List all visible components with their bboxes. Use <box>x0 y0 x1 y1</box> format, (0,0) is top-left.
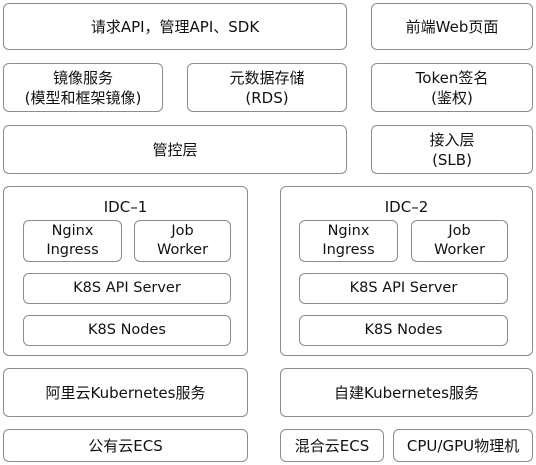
token-signing-label: Token签名 <box>415 68 489 87</box>
idc-1-title: IDC–1 <box>103 198 148 216</box>
selfbuilt-kubernetes-service-label: 自建Kubernetes服务 <box>334 383 479 402</box>
access-layer-sublabel: (SLB) <box>432 150 472 169</box>
idc-1-k8s-nodes-label: K8S Nodes <box>88 322 166 338</box>
hybrid-cloud-ecs-label: 混合云ECS <box>294 436 370 455</box>
idc-2-k8s-api-server-label: K8S API Server <box>349 280 458 296</box>
idc-1-ingress-label: Ingress <box>46 242 99 258</box>
idc-2-ingress-label: Ingress <box>322 242 375 258</box>
metadata-storage-box: 元数据存储 (RDS) <box>187 63 347 112</box>
idc-2-job-worker-box: Job Worker <box>411 220 508 262</box>
hybrid-cloud-ecs-box: 混合云ECS <box>280 429 384 462</box>
api-layer-label: 请求API，管理API、SDK <box>90 17 260 36</box>
idc-2-k8s-api-server-box: K8S API Server <box>299 273 508 304</box>
access-layer-label: 接入层 <box>429 130 475 149</box>
metadata-storage-label: 元数据存储 <box>229 68 305 87</box>
mirror-service-box: 镜像服务 (模型和框架镜像) <box>3 63 163 112</box>
idc-2-k8s-nodes-label: K8S Nodes <box>364 322 443 338</box>
idc-1-worker-label: Worker <box>156 242 209 258</box>
control-layer-box: 管控层 <box>3 125 347 174</box>
idc-2-nginx-label: Nginx <box>327 223 370 239</box>
idc-2-title: IDC–2 <box>384 198 429 216</box>
metadata-storage-sublabel: (RDS) <box>245 88 289 107</box>
token-signing-box: Token签名 (鉴权) <box>371 63 533 112</box>
control-layer-label: 管控层 <box>152 140 198 159</box>
access-layer-box: 接入层 (SLB) <box>371 125 533 174</box>
idc-1-nginx-label: Nginx <box>51 223 94 239</box>
idc-2-job-label: Job <box>448 223 471 239</box>
physical-machine-box: CPU/GPU物理机 <box>393 429 533 462</box>
web-frontend-box: 前端Web页面 <box>371 3 533 50</box>
mirror-service-label: 镜像服务 <box>52 68 113 87</box>
public-cloud-ecs-label: 公有云ECS <box>88 436 163 455</box>
token-signing-sublabel: (鉴权) <box>431 88 473 107</box>
idc-1-nginx-ingress-box: Nginx Ingress <box>23 220 122 262</box>
idc-1-k8s-nodes-box: K8S Nodes <box>23 315 231 346</box>
aliyun-kubernetes-service-label: 阿里云Kubernetes服务 <box>45 383 206 402</box>
idc-2-nginx-ingress-box: Nginx Ingress <box>299 220 398 262</box>
physical-machine-label: CPU/GPU物理机 <box>406 436 520 455</box>
aliyun-kubernetes-service-box: 阿里云Kubernetes服务 <box>3 368 248 417</box>
selfbuilt-kubernetes-service-box: 自建Kubernetes服务 <box>280 368 533 417</box>
mirror-service-sublabel: (模型和框架镜像) <box>24 88 142 107</box>
public-cloud-ecs-box: 公有云ECS <box>3 429 248 462</box>
idc-1-job-label: Job <box>171 223 194 239</box>
idc-1-k8s-api-server-label: K8S API Server <box>73 280 181 296</box>
api-layer-box: 请求API，管理API、SDK <box>3 3 347 50</box>
idc-1-job-worker-box: Job Worker <box>134 220 231 262</box>
web-frontend-label: 前端Web页面 <box>405 17 499 36</box>
idc-2-worker-label: Worker <box>433 242 486 258</box>
idc-1-k8s-api-server-box: K8S API Server <box>23 273 231 304</box>
idc-2-k8s-nodes-box: K8S Nodes <box>299 315 508 346</box>
